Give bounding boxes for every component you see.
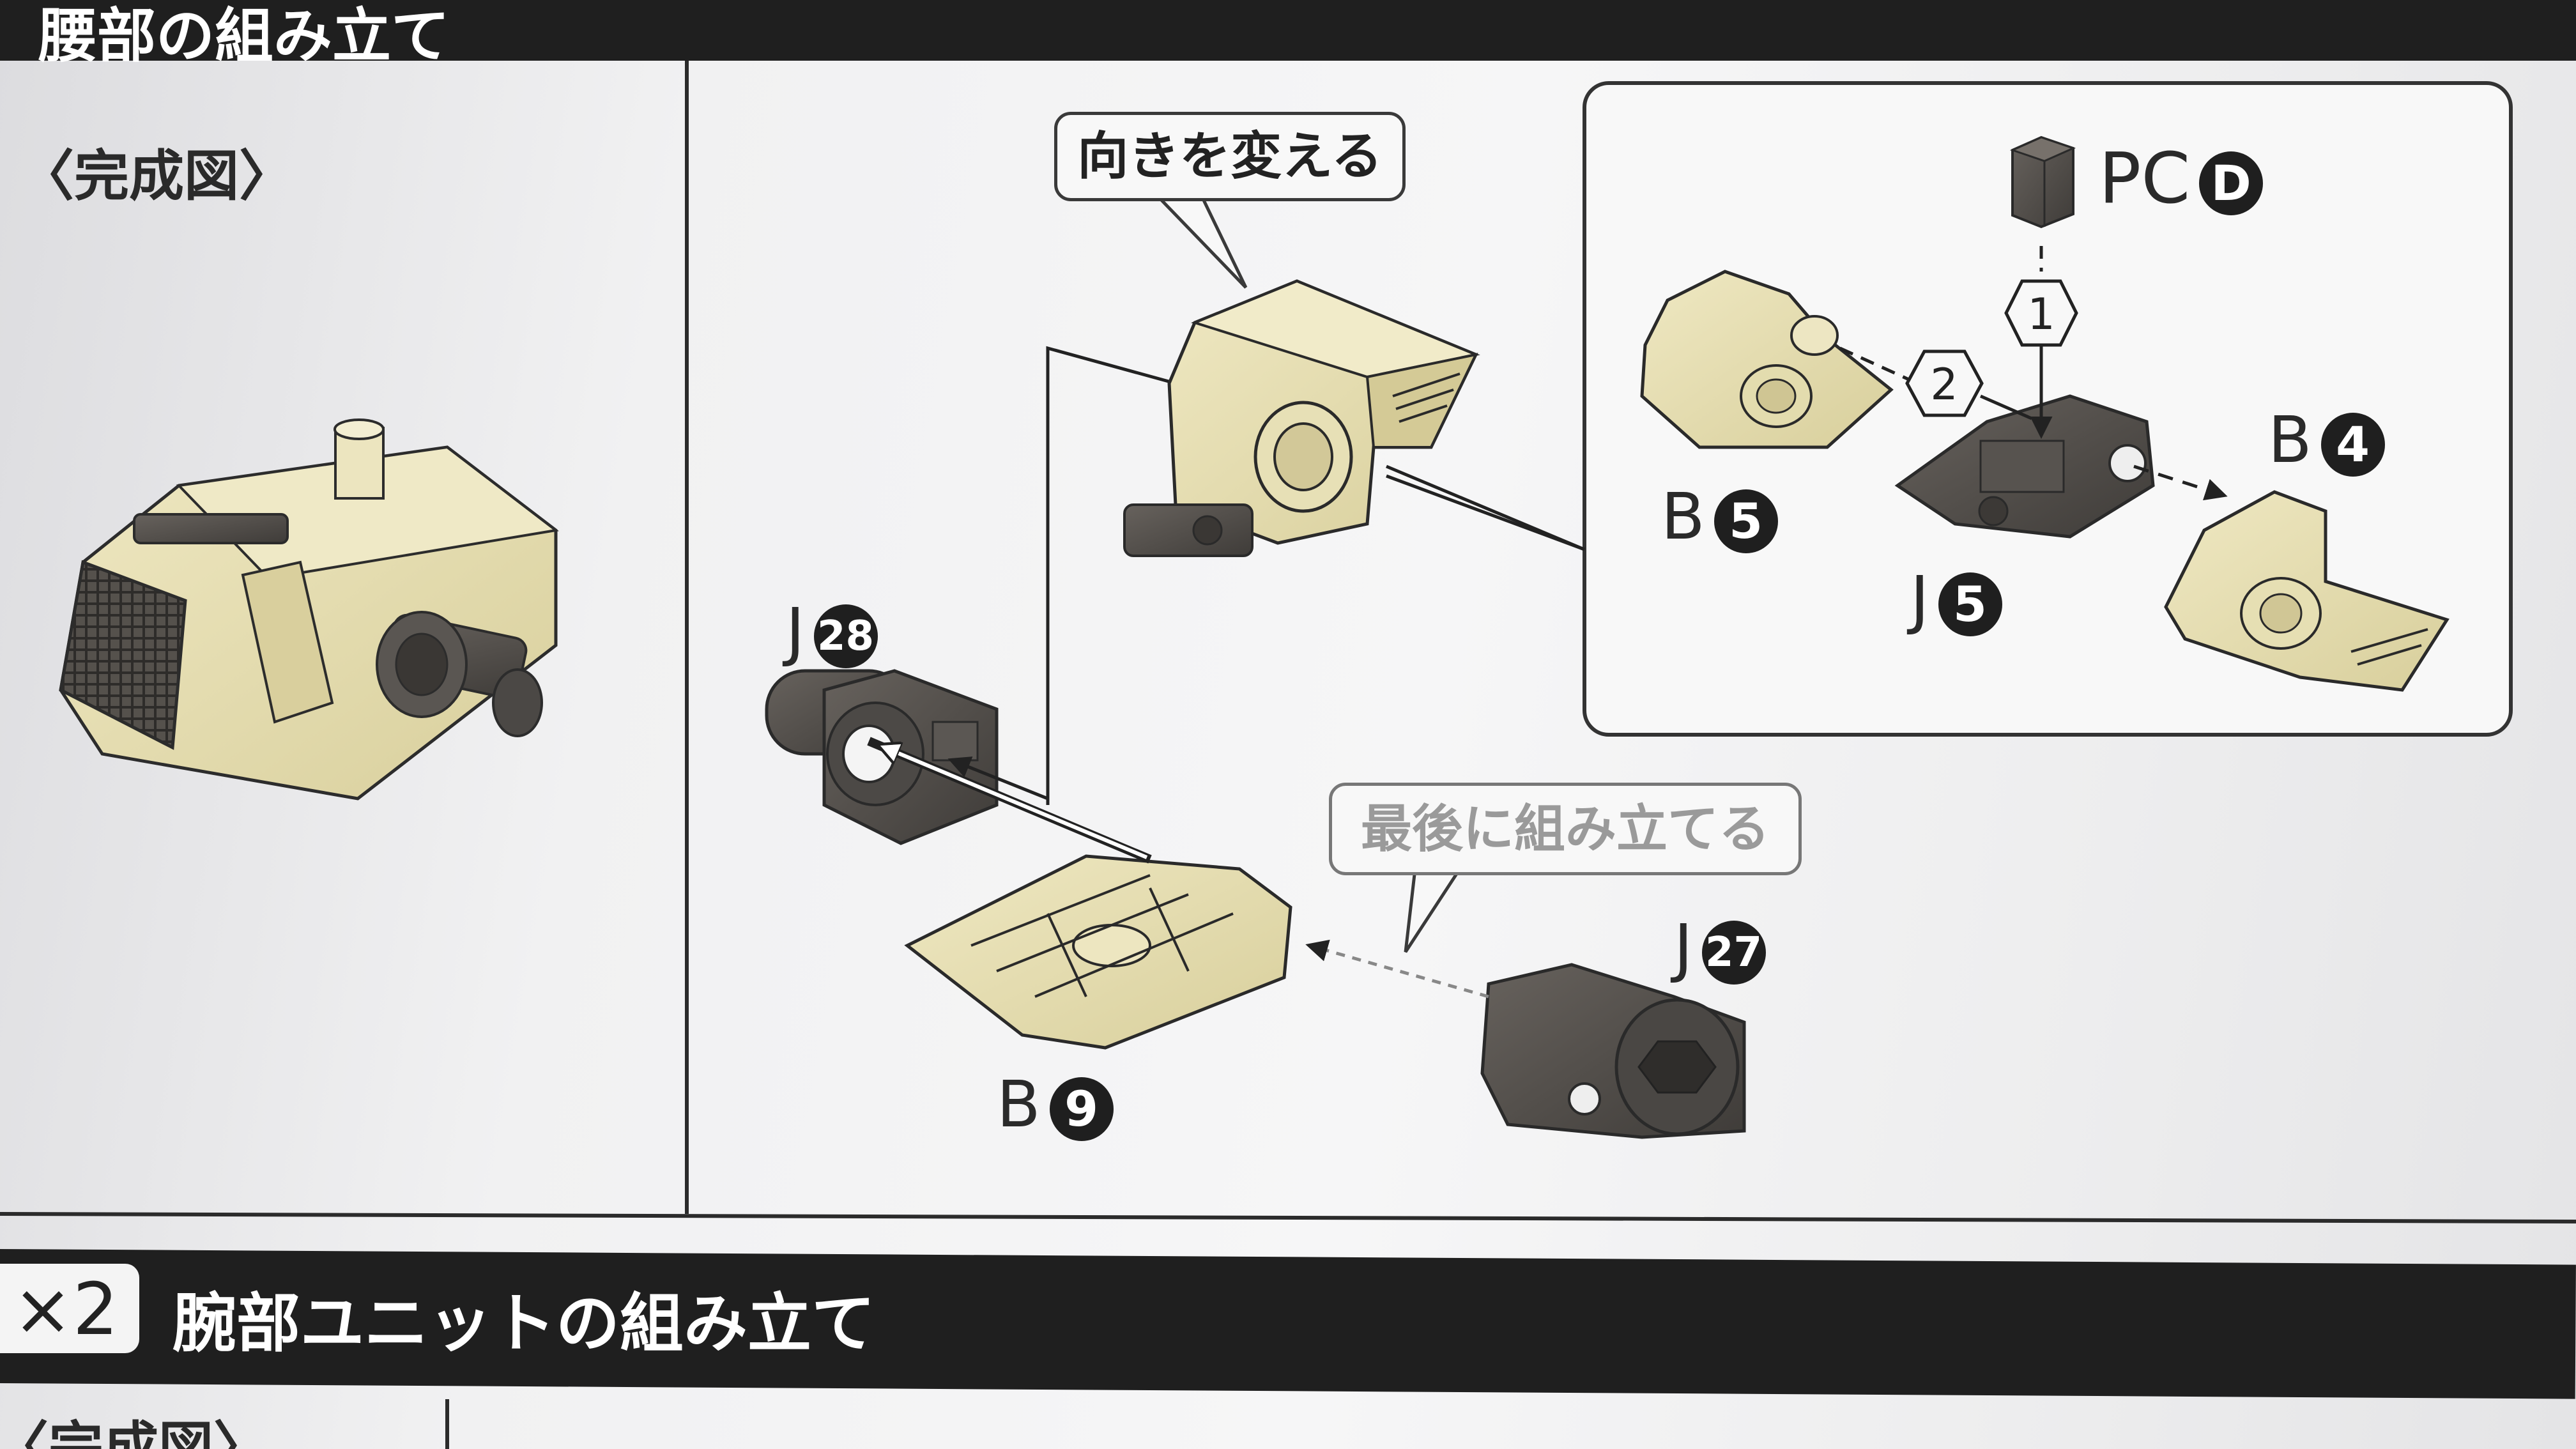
callout-last: 最後に組み立てる — [1329, 783, 1802, 875]
part-number-badge: 27 — [1701, 920, 1766, 985]
lower-arrows — [867, 737, 1489, 999]
multiplier-badge — [0, 1264, 139, 1353]
part-letter: J — [1674, 910, 1693, 985]
bubble-tails — [1153, 193, 1463, 953]
part-number-badge: 4 — [2320, 412, 2385, 477]
section-title-2: 腕部ユニットの組み立て — [172, 1286, 875, 1361]
multiplier-label: ×2 — [13, 1268, 119, 1351]
section-header-bar — [0, 0, 2576, 61]
callout-turn: 向きを変える — [1054, 112, 1406, 201]
subassembly-arrows — [1839, 246, 2228, 501]
part-b4-shape — [2164, 490, 2450, 692]
completed-label: 〈完成図〉 — [19, 144, 294, 208]
frame-lines — [0, 61, 2576, 1449]
part-letter: B — [997, 1067, 1041, 1142]
completed-label-2: 〈完成図〉 — [0, 1416, 268, 1449]
step-1-hexagon: 1 — [2004, 279, 2078, 347]
completed-waist-unit — [59, 418, 559, 801]
part-number-badge: 5 — [1713, 489, 1778, 553]
part-number-badge: 28 — [813, 604, 878, 668]
waist-front-part — [1123, 279, 1480, 557]
connector-lines — [1046, 346, 1585, 805]
step-2-label: 2 — [1930, 360, 1958, 410]
part-letter: B — [2268, 402, 2312, 477]
part-letter: PC — [2099, 137, 2191, 219]
part-number-badge: 9 — [1049, 1077, 1114, 1141]
part-pc-d-shape — [2009, 135, 2076, 229]
section-title: 腰部の組み立て — [38, 2, 450, 70]
step-1-label: 1 — [2027, 289, 2055, 340]
part-j28-shape — [765, 669, 999, 845]
part-b5-shape — [1640, 270, 1894, 449]
part-letter: J — [786, 594, 805, 669]
part-number-badge: D — [2199, 151, 2264, 215]
part-j27-shape — [1480, 963, 1746, 1139]
part-b9-shape — [904, 854, 1292, 1050]
part-letter: B — [1661, 479, 1705, 554]
part-number-badge: 5 — [1938, 572, 2002, 636]
part-j5-shape — [1894, 394, 2155, 539]
step-2-hexagon: 2 — [1905, 349, 1984, 417]
part-letter: J — [1910, 562, 1929, 637]
